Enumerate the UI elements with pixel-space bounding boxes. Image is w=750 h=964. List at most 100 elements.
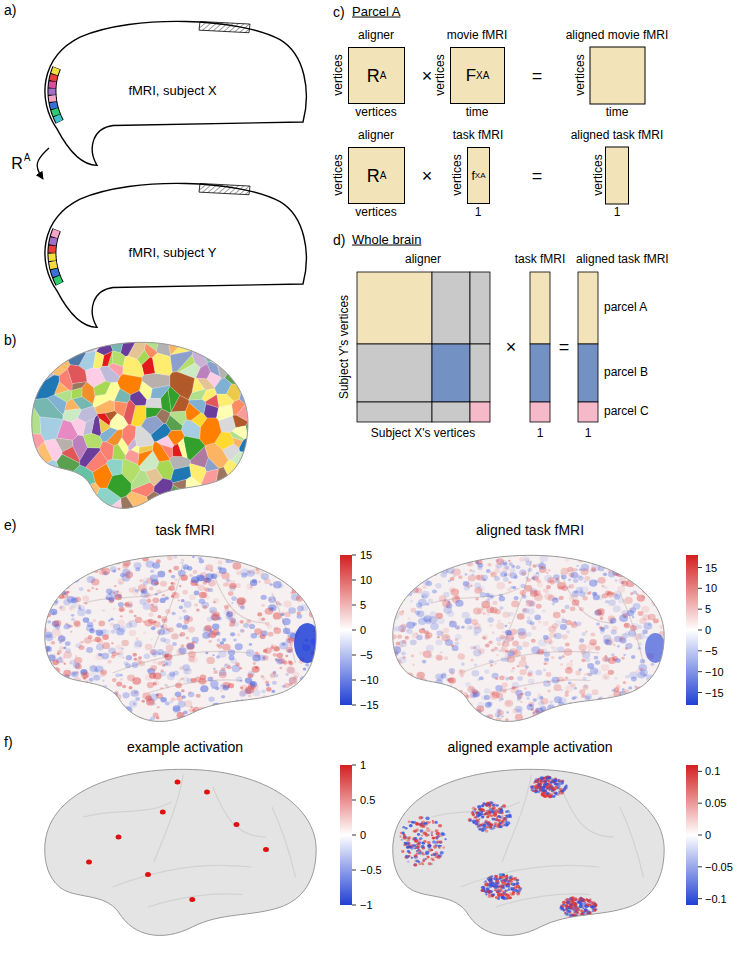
noise-speck bbox=[383, 554, 385, 556]
noise-speck bbox=[237, 633, 241, 636]
parcel-patch bbox=[215, 378, 232, 394]
noise-speck bbox=[109, 597, 115, 602]
noise-speck bbox=[424, 561, 427, 564]
noise-speck bbox=[229, 583, 236, 589]
noise-speck bbox=[47, 620, 51, 623]
parcel-patch bbox=[242, 453, 255, 476]
noise-speck bbox=[543, 621, 549, 626]
noise-speck bbox=[607, 711, 615, 718]
parcel-patch bbox=[170, 351, 193, 373]
noise-speck bbox=[201, 548, 207, 553]
noise-speck bbox=[150, 665, 157, 671]
noise-speck bbox=[119, 720, 123, 723]
noise-speck bbox=[169, 569, 172, 571]
noise-speck bbox=[619, 698, 625, 703]
noise-speck bbox=[540, 717, 545, 722]
noise-speck bbox=[384, 604, 390, 609]
parcel-patch bbox=[100, 442, 114, 461]
noise-speck bbox=[278, 548, 284, 553]
noise-speck bbox=[617, 699, 621, 703]
noise-speck bbox=[464, 704, 471, 710]
noise-speck bbox=[585, 658, 590, 663]
noise-speck bbox=[317, 709, 325, 716]
noise-speck bbox=[535, 717, 542, 723]
noise-speck bbox=[512, 641, 519, 647]
noise-speck bbox=[184, 619, 190, 624]
noise-speck bbox=[38, 583, 45, 589]
parcel-patch bbox=[113, 444, 126, 460]
noise-speck bbox=[508, 612, 514, 617]
noise-speck bbox=[78, 605, 85, 611]
noise-speck bbox=[279, 667, 282, 669]
noise-speck bbox=[217, 566, 221, 570]
noise-speck bbox=[253, 702, 261, 709]
noise-speck bbox=[79, 570, 85, 575]
noise-speck bbox=[472, 570, 475, 572]
noise-speck bbox=[186, 716, 193, 722]
noise-speck bbox=[217, 638, 221, 641]
noise-speck bbox=[61, 687, 66, 691]
noise-speck bbox=[317, 546, 322, 550]
noise-speck bbox=[116, 645, 122, 650]
noise-speck bbox=[306, 560, 310, 564]
noise-speck bbox=[54, 550, 57, 552]
noise-speck bbox=[231, 596, 237, 601]
noise-speck bbox=[508, 581, 511, 584]
noise-speck bbox=[69, 686, 76, 692]
noise-speck bbox=[39, 674, 44, 678]
noise-speck bbox=[201, 549, 203, 551]
noise-speck bbox=[269, 560, 276, 566]
parcel-patch bbox=[131, 470, 150, 490]
noise-speck bbox=[66, 549, 70, 553]
noise-speck bbox=[276, 659, 279, 662]
noise-speck bbox=[385, 705, 389, 708]
noise-speck bbox=[47, 686, 52, 690]
noise-speck bbox=[379, 620, 385, 625]
noise-speck bbox=[666, 642, 669, 645]
noise-speck bbox=[218, 561, 223, 565]
brain-outline bbox=[45, 555, 316, 721]
noise-speck bbox=[261, 546, 266, 551]
noise-speck bbox=[291, 694, 295, 698]
noise-speck bbox=[406, 724, 412, 729]
noise-speck bbox=[137, 659, 142, 663]
parcel-patch bbox=[71, 388, 82, 399]
noise-speck bbox=[219, 672, 227, 679]
noise-speck bbox=[292, 696, 298, 701]
noise-speck bbox=[188, 692, 195, 698]
noise-speck bbox=[551, 656, 555, 659]
noise-speck bbox=[33, 681, 41, 688]
noise-speck bbox=[278, 584, 283, 588]
noise-speck bbox=[595, 710, 601, 715]
noise-speck bbox=[387, 605, 394, 611]
noise-speck bbox=[75, 686, 83, 693]
noise-speck bbox=[150, 570, 154, 573]
parcel-patch bbox=[32, 459, 46, 471]
parcel-patch bbox=[233, 438, 243, 448]
noise-speck bbox=[76, 719, 83, 725]
noise-speck bbox=[85, 711, 89, 715]
noise-speck bbox=[108, 593, 111, 596]
noise-speck bbox=[250, 681, 257, 687]
noise-speck bbox=[303, 726, 307, 729]
noise-speck bbox=[311, 695, 319, 702]
noise-speck bbox=[555, 548, 561, 553]
parcel-patch bbox=[128, 335, 146, 359]
noise-speck bbox=[150, 574, 158, 581]
noise-speck bbox=[320, 573, 326, 578]
noise-speck bbox=[570, 660, 572, 662]
noise-speck bbox=[210, 676, 214, 679]
noise-speck bbox=[36, 674, 44, 681]
noise-speck bbox=[54, 556, 60, 561]
parcel-patch bbox=[99, 418, 110, 433]
sulcus-line bbox=[461, 651, 600, 673]
noise-speck bbox=[221, 551, 226, 555]
noise-speck bbox=[178, 647, 186, 654]
noise-speck bbox=[208, 677, 214, 682]
noise-speck bbox=[308, 554, 314, 559]
noise-speck bbox=[111, 629, 116, 633]
noise-speck bbox=[410, 599, 414, 602]
noise-speck bbox=[488, 641, 492, 645]
parcel-patch bbox=[212, 335, 231, 350]
noise-speck bbox=[120, 573, 125, 577]
